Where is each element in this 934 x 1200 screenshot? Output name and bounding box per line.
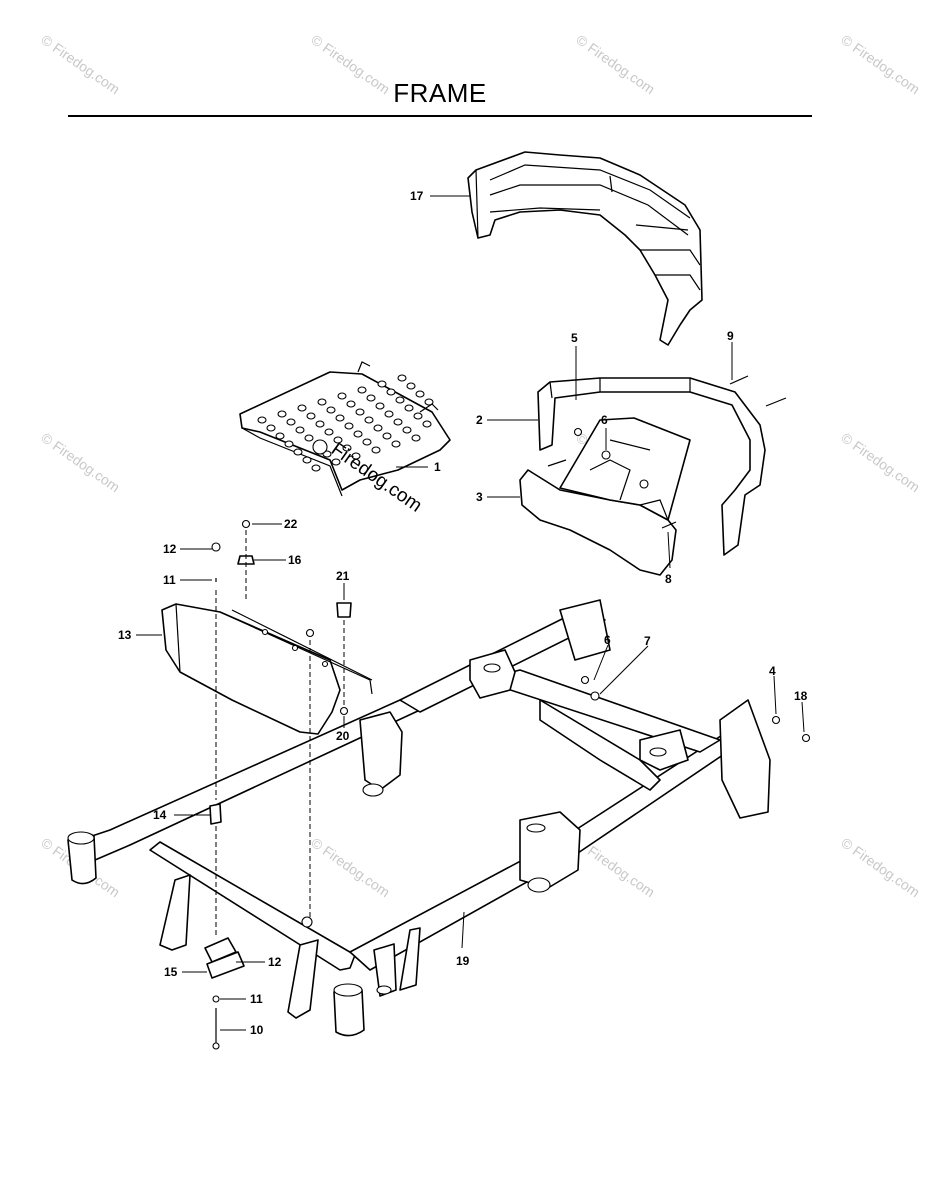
title-rule <box>68 115 812 117</box>
callout-1: 1 <box>434 460 441 474</box>
perforation-hole <box>357 386 367 394</box>
perforation-hole <box>257 416 267 424</box>
perforation-hole <box>333 436 343 444</box>
watermark: © Firedog.com <box>38 429 123 495</box>
perforation-hole <box>393 418 403 426</box>
part-3-tray <box>519 417 691 576</box>
perforation-hole <box>326 406 336 414</box>
perforation-hole <box>377 380 387 388</box>
callout-12: 12 <box>163 542 177 556</box>
watermarks: © Firedog.com © Firedog.com © Firedog.co… <box>38 31 923 900</box>
callout-13: 13 <box>118 628 132 642</box>
callout-22: 22 <box>284 517 298 531</box>
callout-8: 8 <box>665 572 672 586</box>
callout-6: 6 <box>604 633 611 647</box>
callout-21: 21 <box>336 569 350 583</box>
perforation-hole <box>375 402 385 410</box>
perforation-hole <box>315 420 325 428</box>
perforation-hole <box>311 464 321 472</box>
hardware-stacks <box>211 519 349 1050</box>
perforation-hole <box>297 404 307 412</box>
perforation-hole <box>415 390 425 398</box>
callout-11: 11 <box>250 992 263 1006</box>
perforation-hole <box>266 424 276 432</box>
callout-10: 10 <box>250 1023 264 1037</box>
perforation-hole <box>384 410 394 418</box>
perforation-hole <box>382 432 392 440</box>
perforation-hole <box>337 392 347 400</box>
perforation-hole <box>366 394 376 402</box>
callout-12: 12 <box>268 955 282 969</box>
perforation-hole <box>293 448 303 456</box>
watermark: © Firedog.com <box>308 834 393 900</box>
watermark: © Firedog.com <box>838 834 923 900</box>
callout-5: 5 <box>571 331 578 345</box>
perforation-hole <box>295 426 305 434</box>
perforation-hole <box>422 420 432 428</box>
callout-14: 14 <box>153 808 167 822</box>
perforation-hole <box>275 432 285 440</box>
callout-3: 3 <box>476 490 483 504</box>
callout-4: 4 <box>769 664 776 678</box>
page-title: FRAME <box>393 78 487 108</box>
perforation-hole <box>324 428 334 436</box>
part-2-bracket <box>537 377 766 556</box>
callout-17: 17 <box>410 189 424 203</box>
perforation-hole <box>404 404 414 412</box>
perforation-hole <box>413 412 423 420</box>
perforation-hole <box>411 434 421 442</box>
perforation-hole <box>391 440 401 448</box>
watermark: © Firedog.com <box>838 31 923 97</box>
watermark: © Firedog.com <box>308 31 393 97</box>
perforation-hole <box>346 400 356 408</box>
perforation-hole <box>371 446 381 454</box>
perforation-hole <box>406 382 416 390</box>
perforation-hole <box>277 410 287 418</box>
perforation-hole <box>397 374 407 382</box>
perforation-hole <box>342 444 352 452</box>
perforation-hole <box>402 426 412 434</box>
callout-18: 18 <box>794 689 808 703</box>
callout-11: 11 <box>163 573 176 587</box>
perforation-hole <box>304 434 314 442</box>
perforation-hole <box>424 398 434 406</box>
perforation-hole <box>306 412 316 420</box>
part-17-hood <box>467 151 703 346</box>
perforation-hole <box>317 398 327 406</box>
perforation-hole <box>286 418 296 426</box>
leader-lines <box>136 195 805 1031</box>
perforation-hole <box>335 414 345 422</box>
perforation-hole <box>364 416 374 424</box>
perforation-hole <box>395 396 405 404</box>
callout-7: 7 <box>644 634 651 648</box>
watermark: © Firedog.com <box>38 31 123 97</box>
perforation-hole <box>284 440 294 448</box>
copyright-circle <box>312 439 328 455</box>
callout-2: 2 <box>476 413 483 427</box>
part-1-floor-plate <box>239 361 451 497</box>
perforation-hole <box>351 452 361 460</box>
callout-6: 6 <box>601 413 608 427</box>
part-13-cover <box>161 603 373 735</box>
perforation-hole <box>373 424 383 432</box>
perforation-hole <box>353 430 363 438</box>
perforation-hole <box>362 438 372 446</box>
part-19-main-frame <box>67 599 811 1037</box>
watermark: © Firedog.com <box>573 31 658 97</box>
callouts: 17 1 2 3 5 6 8 9 12 11 22 16 21 13 20 6 … <box>118 189 808 1037</box>
watermark: © Firedog.com <box>838 429 923 495</box>
perforation-hole <box>355 408 365 416</box>
perforation-hole <box>302 456 312 464</box>
perforation-hole <box>344 422 354 430</box>
callout-9: 9 <box>727 329 734 343</box>
perforation-hole <box>386 388 396 396</box>
callout-16: 16 <box>288 553 302 567</box>
callout-20: 20 <box>336 729 350 743</box>
callout-15: 15 <box>164 965 178 979</box>
callout-19: 19 <box>456 954 470 968</box>
upper-hardware <box>547 375 787 529</box>
perforation-hole <box>331 458 341 466</box>
